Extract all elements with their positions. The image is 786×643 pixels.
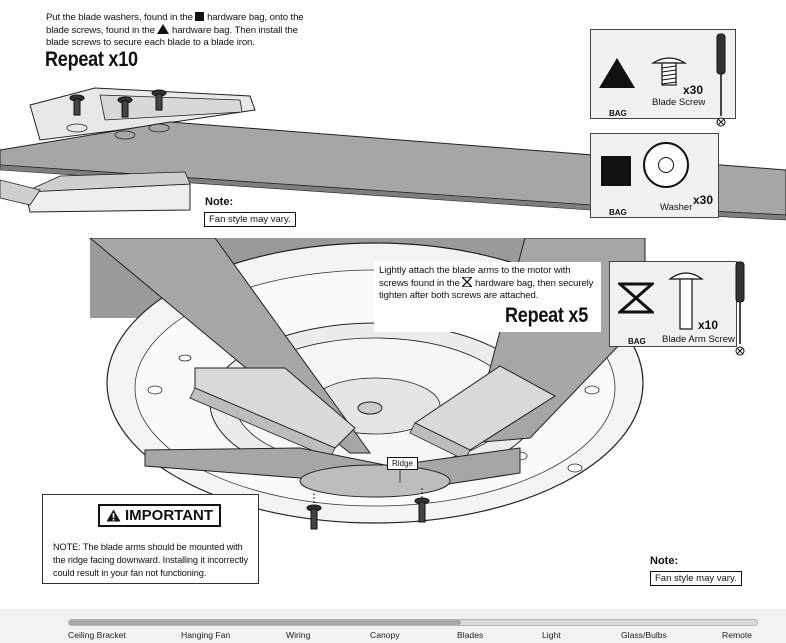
progress-step-label: Canopy: [370, 630, 400, 640]
triangle-bag-icon: [599, 58, 635, 88]
quantity: x30: [693, 193, 714, 207]
progress-step-label: Light: [542, 630, 561, 640]
progress-track: [68, 619, 758, 626]
screwdriver-icon: [716, 33, 726, 127]
triangle-bag-icon: [157, 24, 170, 34]
bag-label: BAG: [609, 109, 627, 118]
middle-instruction-box: Lightly attach the blade arms to the mot…: [374, 262, 601, 332]
blade-screw-icon: [650, 57, 688, 86]
note-label-bottom: Note:: [650, 555, 679, 567]
square-bag-icon: [601, 156, 631, 186]
progress-step-label: Remote: [722, 630, 753, 640]
top-instruction: Put the blade washers, found in the hard…: [46, 12, 304, 48]
progress-step-label: Hanging Fan: [181, 630, 231, 640]
progress-fill: [69, 620, 462, 625]
item-name: Washer: [660, 202, 693, 213]
important-notice: IMPORTANT NOTE: The blade arms should be…: [42, 494, 259, 584]
note-box-top: Fan style may vary.: [204, 212, 296, 227]
repeat-count-top: Repeat x10: [45, 48, 138, 71]
note-label-top: Note:: [205, 196, 234, 208]
note-box-bottom: Fan style may vary.: [650, 571, 742, 586]
screwdriver-icon: [735, 261, 745, 356]
bag-label: BAG: [609, 208, 627, 217]
middle-instruction-text: Lightly attach the blade arms to the mot…: [379, 265, 594, 301]
progress-step-label: Glass/Bulbs: [621, 630, 667, 640]
item-name: Blade Screw: [652, 97, 706, 108]
square-bag-icon: [195, 12, 205, 21]
washer-icon: [643, 142, 689, 188]
bag-label: BAG: [628, 337, 646, 346]
item-name: Blade Arm Screw: [662, 334, 735, 345]
warning-icon: [106, 509, 121, 522]
progress-step-label: Blades: [457, 630, 484, 640]
blade-illustration: [0, 87, 786, 221]
bag-blade-screw-panel: BAG x30 Blade Screw: [590, 29, 736, 119]
bag-arm-screw-panel: BAG x10 Blade Arm Screw: [609, 261, 737, 347]
important-text: NOTE: The blade arms should be mounted w…: [53, 542, 248, 578]
blade-arm-screw-icon: [668, 272, 704, 330]
hourglass-bag-icon: [460, 276, 474, 288]
ridge-label: Ridge: [387, 457, 418, 470]
progress-strip: Ceiling Bracket Hanging Fan Wiring Canopy Bl…: [0, 609, 786, 643]
hourglass-bag-icon: [618, 282, 654, 314]
progress-step-label: Ceiling Bracket: [68, 630, 126, 640]
progress-step-label: Wiring: [286, 630, 311, 640]
bag-washer-panel: BAG x30 Washer: [590, 133, 719, 218]
important-title: IMPORTANT: [98, 504, 222, 527]
repeat-count-middle: Repeat x5: [505, 304, 589, 327]
quantity: x30: [683, 83, 704, 97]
quantity: x10: [698, 318, 719, 332]
